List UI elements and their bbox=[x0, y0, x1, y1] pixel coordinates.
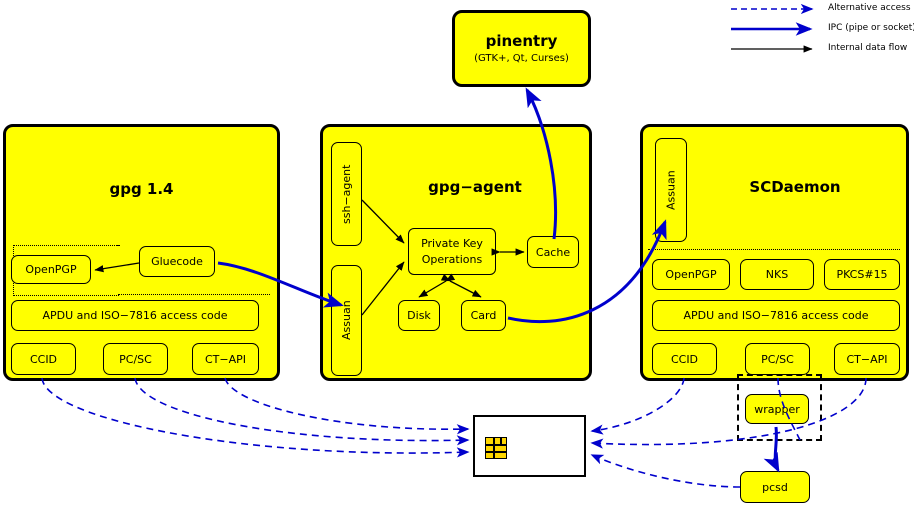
private-key-ops-line2: Operations bbox=[421, 253, 483, 266]
legend-label-alternative-access-paths: Alternative access paths bbox=[828, 3, 914, 13]
scdaemon-assuan-box[interactable]: Assuan bbox=[655, 138, 687, 242]
smartcard-chip-icon bbox=[485, 437, 507, 459]
scdaemon-dotted-separator bbox=[648, 249, 900, 250]
pinentry-block[interactable]: pinentry (GTK+, Qt, Curses) bbox=[452, 10, 591, 87]
gpg14-apdu-box[interactable]: APDU and ISO−7816 access code bbox=[11, 300, 259, 331]
chip-line-v1 bbox=[493, 437, 495, 459]
gpg14-driver-ccid[interactable]: CCID bbox=[11, 343, 76, 375]
gpg14-title: gpg 1.4 bbox=[109, 180, 174, 198]
chip-line-h2 bbox=[485, 451, 507, 453]
gpg14-openpgp-box[interactable]: OpenPGP bbox=[11, 255, 91, 284]
chip-line-v2 bbox=[500, 437, 502, 445]
scdaemon-driver-pcsc[interactable]: PC/SC bbox=[745, 343, 810, 375]
gpgagent-card-box[interactable]: Card bbox=[461, 300, 506, 331]
scdaemon-app-openpgp[interactable]: OpenPGP bbox=[652, 259, 730, 290]
scdaemon-title: SCDaemon bbox=[749, 178, 841, 196]
gpgagent-disk-box[interactable]: Disk bbox=[398, 300, 440, 331]
pcsd-box[interactable]: pcsd bbox=[740, 471, 810, 503]
gpg14-driver-ctapi[interactable]: CT−API bbox=[192, 343, 259, 375]
scdaemon-driver-ctapi[interactable]: CT−API bbox=[834, 343, 900, 375]
scdaemon-app-pkcs15[interactable]: PKCS#15 bbox=[824, 259, 900, 290]
pinentry-title: pinentry bbox=[485, 32, 558, 51]
gpg14-gluecode-box[interactable]: Gluecode bbox=[139, 246, 215, 277]
scdaemon-app-nks[interactable]: NKS bbox=[740, 259, 814, 290]
gpgagent-ssh-agent-box[interactable]: ssh−agent bbox=[331, 142, 362, 246]
gpgagent-assuan-box[interactable]: Assuan bbox=[331, 265, 362, 376]
gpgagent-private-key-operations-box[interactable]: Private Key Operations bbox=[408, 228, 496, 275]
pinentry-subtitle: (GTK+, Qt, Curses) bbox=[474, 52, 569, 64]
scdaemon-apdu-box[interactable]: APDU and ISO−7816 access code bbox=[652, 300, 900, 331]
gpg14-driver-pcsc[interactable]: PC/SC bbox=[103, 343, 168, 375]
legend-label-internal-data-flow: Internal data flow bbox=[828, 43, 908, 53]
gpgagent-title: gpg−agent bbox=[428, 178, 522, 196]
gpgagent-cache-box[interactable]: Cache bbox=[527, 236, 579, 268]
chip-line-h1 bbox=[485, 444, 507, 446]
private-key-ops-line1: Private Key bbox=[421, 237, 483, 250]
legend-label-ipc: IPC (pipe or socket) bbox=[828, 23, 914, 33]
scdaemon-driver-ccid[interactable]: CCID bbox=[652, 343, 717, 375]
scdaemon-wrapper-box[interactable]: wrapper bbox=[745, 394, 809, 424]
gpg14-scd-dotted-region-right bbox=[118, 269, 270, 295]
gpg14-scd-dotted-region-upper bbox=[117, 245, 120, 271]
